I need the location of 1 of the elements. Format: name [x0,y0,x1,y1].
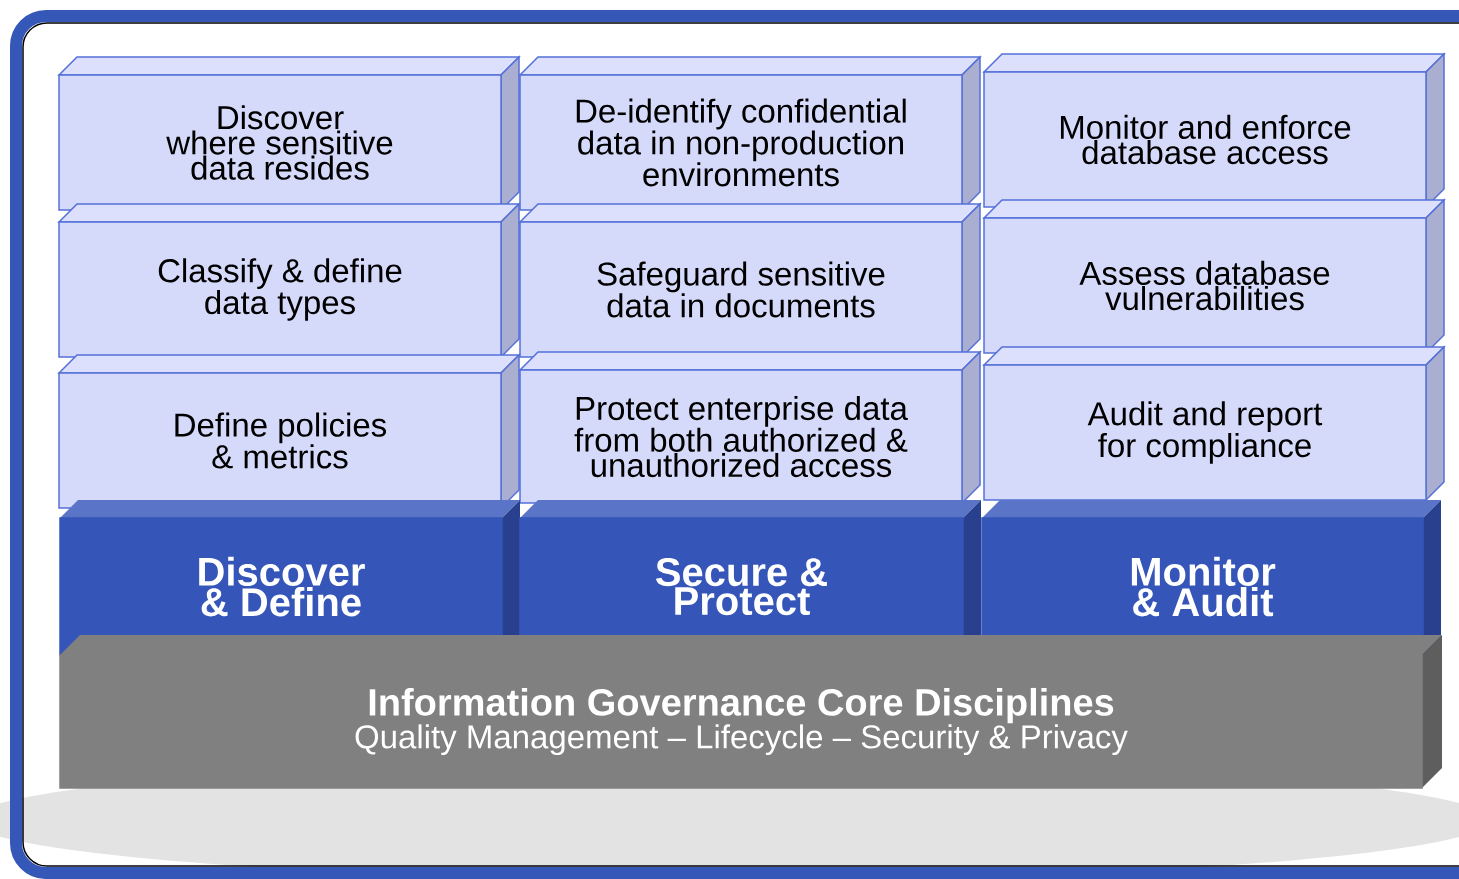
foundation-block: Information Governance Core Disciplines Quality Management – Lifecycle – Security & Privacy [59,635,1442,789]
